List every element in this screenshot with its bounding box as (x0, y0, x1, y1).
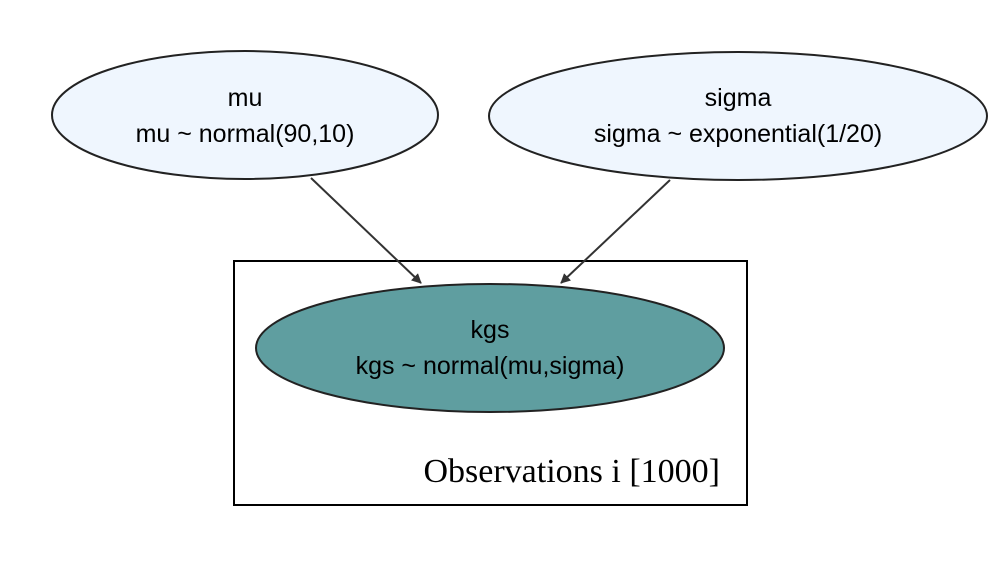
edge-sigma-to-kgs (560, 179, 671, 284)
node-kgs: kgs kgs ~ normal(mu,sigma) (255, 283, 725, 413)
edge-mu-to-kgs (310, 177, 422, 284)
node-kgs-shape (255, 283, 725, 413)
plate-observations: Observations i [1000] (233, 260, 748, 506)
node-sigma-title: sigma (705, 84, 772, 112)
node-kgs-distribution: kgs ~ normal(mu,sigma) (356, 352, 625, 380)
node-mu-distribution: mu ~ normal(90,10) (136, 120, 355, 148)
node-kgs-title: kgs (471, 316, 510, 344)
node-sigma-distribution: sigma ~ exponential(1/20) (594, 120, 882, 148)
node-mu: mu mu ~ normal(90,10) (51, 50, 439, 180)
node-sigma-shape (488, 51, 988, 181)
plate-label: Observations i [1000] (423, 453, 720, 490)
node-mu-title: mu (228, 84, 263, 112)
plate-box (233, 260, 748, 506)
node-mu-shape (51, 50, 439, 180)
node-sigma: sigma sigma ~ exponential(1/20) (488, 51, 988, 181)
